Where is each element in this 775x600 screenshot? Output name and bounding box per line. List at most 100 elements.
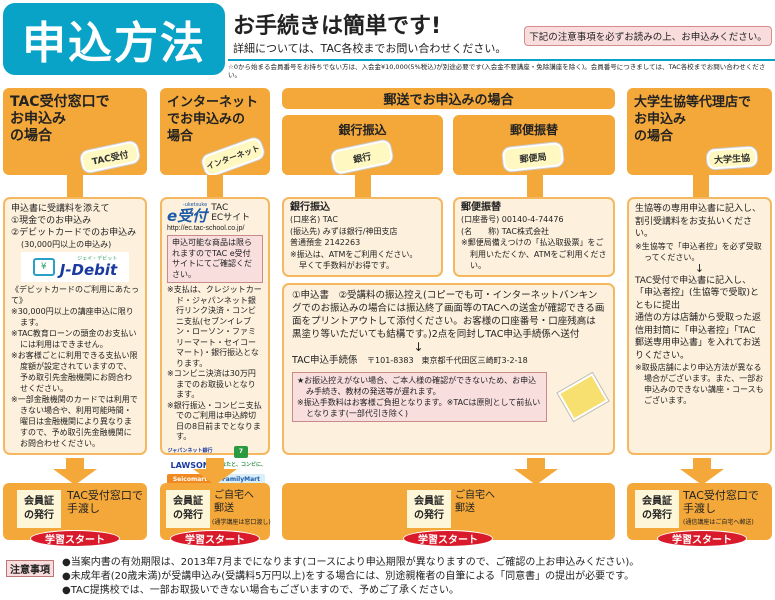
- j-debit-text: J-Debit: [59, 260, 118, 279]
- issue-method: ご自宅へ 郵送: [214, 490, 254, 514]
- postal-title: 郵便振替: [509, 123, 558, 137]
- text: ※コンビニ決済は30万円までのお取扱いとなります。: [167, 369, 256, 399]
- text: ※お客様ごとに利用できる支払い限度額が設定されていますので、予め取引先金融機関に…: [11, 351, 138, 393]
- text: ①現金でのお申込み: [11, 216, 92, 226]
- text: 《デビットカードのご利用にあたって》: [11, 285, 139, 305]
- arrow-stem: [206, 458, 224, 470]
- text: ②デビットカードでのお申込み: [11, 228, 137, 238]
- member-card-badge: 会員証 の発行: [166, 490, 210, 528]
- arrow-stem: [66, 458, 84, 470]
- connector: [355, 175, 371, 197]
- arrow-down-icon: ↓: [413, 340, 424, 354]
- connector: [693, 175, 709, 197]
- connector: [527, 175, 543, 197]
- coop-body: 生協等の専用申込書に記入し、割引受講料をお支払いください。 ※生協等で「申込者控…: [627, 197, 772, 455]
- study-start-ribbon: 学習スタート: [30, 530, 120, 547]
- mail-header: 郵送でお申込みの場合: [282, 88, 615, 109]
- mailing-address: 〒101-8383 東京都千代田区三崎町3-2-18: [367, 356, 528, 365]
- text: ※30,000円以上の講座申込に限ります。: [11, 307, 134, 327]
- issue-method: TAC受付窓口で 手渡し: [67, 489, 143, 515]
- arrow-stem: [693, 458, 711, 470]
- note-item: ●当案内書の有効期限は、2013年7月までになります(コースにより申込期限が異な…: [62, 557, 640, 568]
- ec-site-label: TAC ECサイト: [211, 203, 251, 223]
- internet-body: -uketsuke e受付 TAC ECサイト http://ec.tac-sc…: [160, 197, 270, 486]
- j-debit-logo: ¥ ジェイ・デビット J-Debit: [21, 252, 129, 282]
- issue-method: TAC受付窓口で 手渡し: [683, 489, 759, 515]
- instructions-text: ①申込書 ②受講料の振込控え(コピーでも可・インターネットバンキングでのお振込み…: [292, 290, 605, 340]
- text: ※支払は、クレジットカード・ジャパンネット銀行リンク決済・コンビニ支払(セブンイ…: [167, 285, 262, 368]
- issue-note: (通学講座は窓口渡し): [212, 519, 271, 526]
- seven-eleven-logo: 7: [234, 445, 248, 458]
- text: ★お振込控えがない場合、ご本人様の確認ができないため、お申込み手続き、教材の発送…: [297, 376, 537, 396]
- bank-title: 銀行振込: [338, 123, 387, 137]
- member-card-badge: 会員証 の発行: [635, 490, 679, 528]
- study-start-ribbon: 学習スタート: [170, 530, 260, 547]
- read-notice-banner: 下記の注意事項を必ずお読みの上、お申込みください。: [524, 26, 772, 46]
- coop-title: 大学生協等代理店で お申込み の場合: [634, 95, 752, 144]
- internet-header: インターネット でお申込みの 場合 インターネット: [160, 88, 270, 178]
- study-start-ribbon: 学習スタート: [657, 530, 747, 547]
- mail-issue-card: 会員証 の発行 ご自宅へ 郵送: [282, 483, 615, 540]
- text: ※取扱店舗により申込方法が異なる場合がございます。また、一部お申込みのできない講…: [635, 363, 764, 405]
- arrow-down-icon: [514, 469, 558, 485]
- bank-subtitle: 銀行振込: [290, 202, 330, 213]
- j-debit-kana: ジェイ・デビット: [77, 255, 118, 262]
- counter-body: 申込書に受講料を添えて ①現金でのお申込み ②デビットカードでのお申込み (30…: [3, 197, 147, 455]
- connector: [207, 175, 223, 197]
- page-title: 申込方法: [3, 3, 225, 75]
- counter-header: TAC受付窓口で お申込み の場合 TAC受付: [3, 88, 147, 175]
- postal-header: 郵便振替 郵便局: [453, 115, 615, 175]
- text: (名 称) TAC株式会社: [461, 226, 549, 236]
- arrow-down-icon: [680, 469, 724, 485]
- note-item: ●TAC提携校では、一部お取扱いできない場合もございますので、予めご了承ください…: [62, 585, 460, 596]
- bank-illustration: 銀行: [330, 139, 394, 175]
- issue-method: ご自宅へ 郵送: [455, 490, 495, 514]
- text: 生協等の専用申込書に記入し、割引受講料をお支払いください。: [635, 204, 762, 239]
- notes-label: 注意事項: [6, 560, 54, 577]
- member-card-badge: 会員証 の発行: [407, 490, 451, 528]
- japannet-bank-logo: ジャパンネット銀行: [167, 448, 213, 454]
- notes-list: ●当案内書の有効期限は、2013年7月までになります(コースにより申込期限が異な…: [62, 556, 639, 598]
- divider: [228, 59, 775, 61]
- card-icon: ¥: [32, 258, 55, 276]
- coop-illustration: 大学生協: [706, 146, 758, 170]
- text: ※銀行振込・コンビニ支払でのご利用は申込締切日の8日前までとなります。: [167, 400, 262, 442]
- arrow-stem: [527, 458, 545, 470]
- postal-body: 郵便振替 (口座番号) 00140-4-74476 (名 称) TAC株式会社 …: [453, 197, 615, 277]
- lawson-logo: LAWSON: [170, 461, 210, 470]
- account-number: (口座番号) 00140-4-74476: [461, 215, 564, 224]
- connector: [67, 175, 83, 197]
- note-item: ●未成年者(20歳未満)が受講申込み(受講料5万円以上)をする場合には、別途親権…: [62, 571, 635, 582]
- lead-heading: お手続きは簡単です!: [233, 14, 442, 39]
- text: (口座名) TAC: [290, 215, 338, 224]
- e-uketsuke-logo: e受付: [167, 207, 208, 225]
- text: ※振込手数料はお客様ご負担となります。※TACは原則として前払いとなります(一部…: [297, 398, 541, 418]
- counter-title: TAC受付窓口で お申込み の場合: [10, 94, 110, 144]
- bank-body: 銀行振込 (口座名) TAC (振込先) みずほ銀行/神田支店 普通預金 214…: [282, 197, 443, 277]
- member-card-badge: 会員証 の発行: [17, 490, 61, 528]
- mail-instructions-body: ①申込書 ②受講料の振込控え(コピーでも可・インターネットバンキングでのお振込み…: [282, 283, 615, 455]
- text: ※TAC教育ローンの頭金のお支払いには利用はできません。: [11, 329, 137, 349]
- envelope-illustration: [557, 373, 609, 421]
- text: ※振込は、ATMをご利用ください。: [290, 249, 418, 259]
- text: 申込書に受講料を添えて: [11, 204, 110, 214]
- arrow-down-icon: [193, 469, 237, 485]
- coop-header: 大学生協等代理店で お申込み の場合 大学生協: [627, 88, 772, 175]
- text: 早くて手数料がお得です。: [299, 261, 394, 270]
- counter-illustration: TAC受付: [79, 140, 141, 174]
- issue-note: (通信講座はご自宅へ郵送): [683, 519, 754, 526]
- text: ※郵便局備えつけの「払込取扱票」をご利用いただくか、ATMをご利用ください。: [461, 238, 607, 270]
- arrow-down-icon: [53, 469, 97, 485]
- membership-footnote: ☆0から始まる会員番号をお持ちでない方は、入会金¥10,000(5%税込)が別途…: [228, 63, 766, 79]
- ec-site-link[interactable]: http://ec.tac-school.co.jp/: [167, 225, 245, 232]
- text: ※生協等で「申込者控」を必ず受取ってください。: [635, 241, 762, 262]
- product-notice: 申込可能な商品は限られますのでTAC e受付サイトにてご確認ください。: [167, 235, 263, 283]
- arrow-down-icon: ↓: [694, 261, 705, 275]
- study-start-ribbon: 学習スタート: [403, 530, 493, 547]
- postal-subtitle: 郵便振替: [461, 202, 501, 213]
- mail-warning-box: ★お振込控えがない場合、ご本人様の確認ができないため、お申込み手続き、教材の発送…: [292, 372, 547, 422]
- text: TAC受付で申込書に記入し、「申込者控」(生協等で受取)とともに提出 通信の方は…: [635, 275, 762, 361]
- address-label: TAC申込手続係: [292, 355, 358, 366]
- internet-title: インターネット でお申込みの 場合: [167, 95, 259, 144]
- lead-subtext: 詳細については、TAC各校までお問い合わせください。: [233, 42, 507, 55]
